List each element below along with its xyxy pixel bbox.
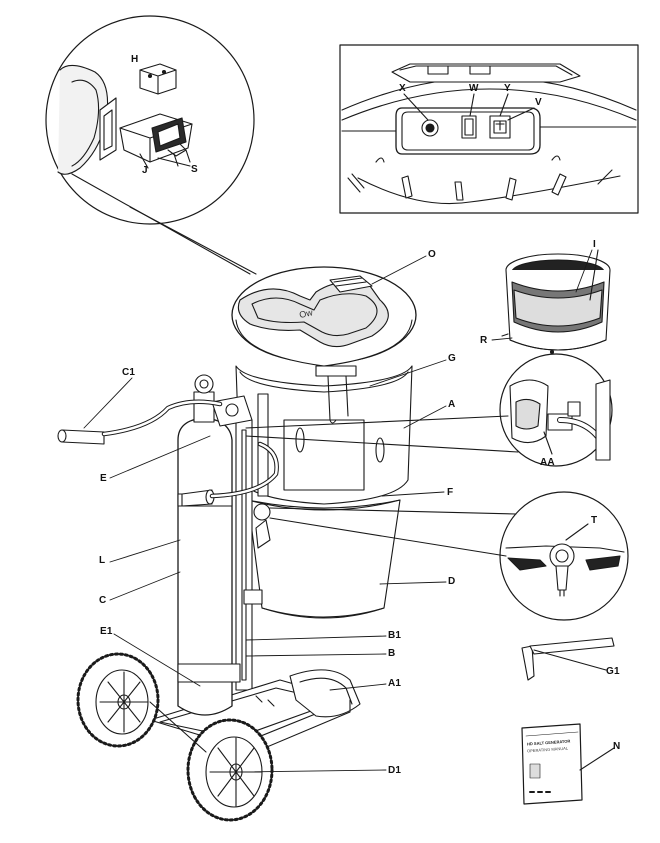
label-v: V [535,97,542,108]
gas-bottle [57,374,279,716]
label-c: C [99,595,107,606]
label-i: I [593,239,596,250]
label-r: R [480,335,488,346]
label-f: F [447,487,454,498]
label-e: E [100,473,107,484]
cart-frame [76,419,361,822]
label-d: D [448,576,456,587]
label-g1: G1 [606,666,620,677]
label-a1: A1 [388,678,402,689]
label-o: O [428,249,436,260]
hex-key-part [521,637,615,681]
label-aa: AA [540,457,555,468]
label-w: W [469,83,479,94]
label-c1: C1 [122,367,136,378]
label-j: J [142,165,148,176]
label-h: H [131,54,139,65]
connector-inset [245,353,613,467]
label-e1: E1 [100,626,113,637]
label-s: S [191,164,198,175]
label-d1: D1 [388,765,402,776]
manual-part [521,723,615,805]
leader-lines [83,249,593,773]
label-a: A [448,399,456,410]
label-b: B [388,648,396,659]
label-l: L [99,555,106,566]
main-unit: Ow [231,266,417,619]
label-y: Y [504,83,511,94]
label-x: X [399,83,406,94]
clip-inset [253,491,629,621]
cartridge-inset [45,15,257,275]
svg-text:Ow: Ow [298,307,314,320]
label-n: N [613,741,621,752]
label-g: G [448,353,456,364]
salt-cell-part [501,249,611,355]
label-t: T [591,515,598,526]
label-b1: B1 [388,630,402,641]
control-panel-inset [339,44,639,214]
